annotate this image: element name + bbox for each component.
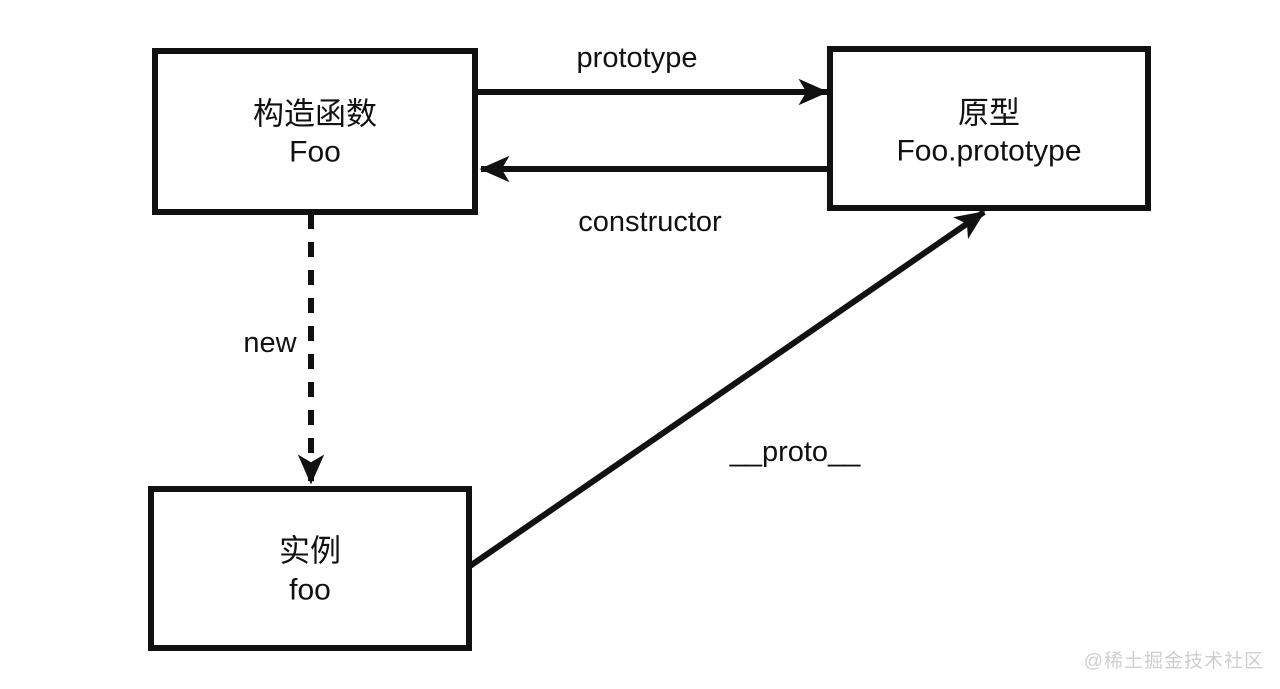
constructor-arrow-label: constructor [578,206,722,238]
instance-box-title: 实例 [279,534,341,569]
prototype-box [827,46,1151,211]
prototype-box-subtitle: Foo.prototype [896,135,1081,168]
watermark: @稀土掘金技术社区 [1083,651,1264,672]
prototype-arrow-label: prototype [577,42,698,74]
constructor-box-title: 构造函数 [253,97,377,132]
instance-box [148,486,472,651]
proto-arrow [468,209,986,569]
prototype-box-title: 原型 [958,96,1020,131]
new-arrow-label: new [243,327,297,359]
instance-box-subtitle: foo [289,574,331,607]
constructor-box-subtitle: Foo [289,136,341,169]
constructor-box [152,48,478,215]
proto-arrow-label: __proto__ [729,436,861,468]
